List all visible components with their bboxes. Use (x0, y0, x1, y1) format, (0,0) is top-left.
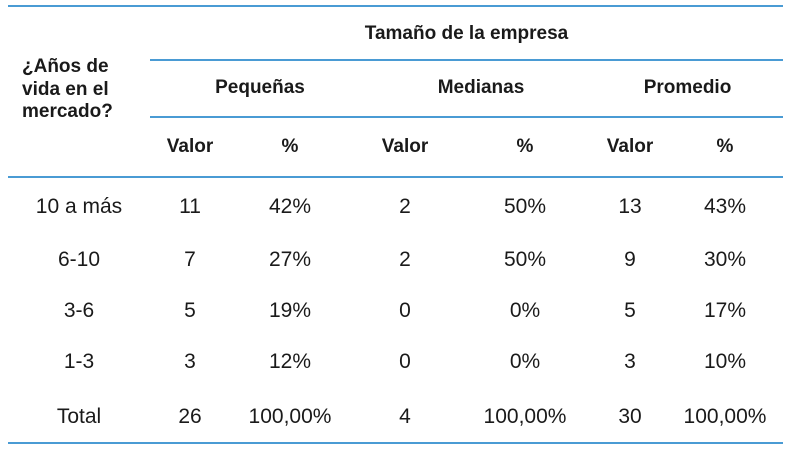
cell-value: 3 (624, 350, 636, 374)
cell-value: 9 (624, 248, 636, 272)
row-label: Total (56, 405, 102, 429)
cell-percent: 42% (268, 195, 312, 219)
cell-percent: 10% (703, 350, 747, 374)
row-label: 10 a más (35, 195, 123, 219)
cell-percent: 100,00% (248, 405, 332, 429)
rule-bottom (8, 442, 783, 444)
cell-value: 4 (399, 405, 411, 429)
cell-percent: 50% (503, 195, 547, 219)
cell-percent: 43% (703, 195, 747, 219)
group-medianas: Medianas (437, 76, 525, 98)
subheader-percent: % (281, 135, 299, 157)
cell-value: 2 (399, 195, 411, 219)
cell-percent: 100,00% (683, 405, 767, 429)
row-label: 6-10 (57, 248, 101, 272)
subheader-percent: % (716, 135, 734, 157)
cell-value: 0 (399, 299, 411, 323)
subheader-valor: Valor (606, 135, 654, 157)
rule-header-bottom (8, 176, 783, 178)
subheader-valor: Valor (166, 135, 214, 157)
subheader-valor: Valor (381, 135, 429, 157)
cell-value: 5 (184, 299, 196, 323)
cell-value: 5 (624, 299, 636, 323)
cell-percent: 12% (268, 350, 312, 374)
cell-percent: 19% (268, 299, 312, 323)
row-label: 3-6 (63, 299, 95, 323)
group-promedio: Promedio (643, 76, 732, 98)
cell-percent: 100,00% (483, 405, 567, 429)
group-title: Tamaño de la empresa (364, 22, 569, 44)
cell-value: 7 (184, 248, 196, 272)
cell-value: 30 (618, 405, 642, 429)
row-label: 1-3 (63, 350, 95, 374)
cell-value: 2 (399, 248, 411, 272)
cell-percent: 27% (268, 248, 312, 272)
cell-percent: 17% (703, 299, 747, 323)
cell-percent: 0% (509, 350, 541, 374)
rule-top (8, 5, 783, 7)
row-header-label: ¿Años de vida en el mercado? (22, 55, 113, 123)
subheader-percent: % (516, 135, 534, 157)
rule-subgroup (150, 116, 783, 118)
rule-group (150, 59, 783, 61)
cell-percent: 50% (503, 248, 547, 272)
cell-percent: 30% (703, 248, 747, 272)
cell-value: 13 (618, 195, 642, 219)
cell-value: 11 (179, 195, 201, 219)
cell-value: 26 (178, 405, 202, 429)
cell-value: 0 (399, 350, 411, 374)
cell-value: 3 (184, 350, 196, 374)
group-pequenas: Pequeñas (215, 76, 305, 98)
cell-percent: 0% (509, 299, 541, 323)
data-table: ¿Años de vida en el mercado? Tamaño de l… (8, 0, 783, 450)
